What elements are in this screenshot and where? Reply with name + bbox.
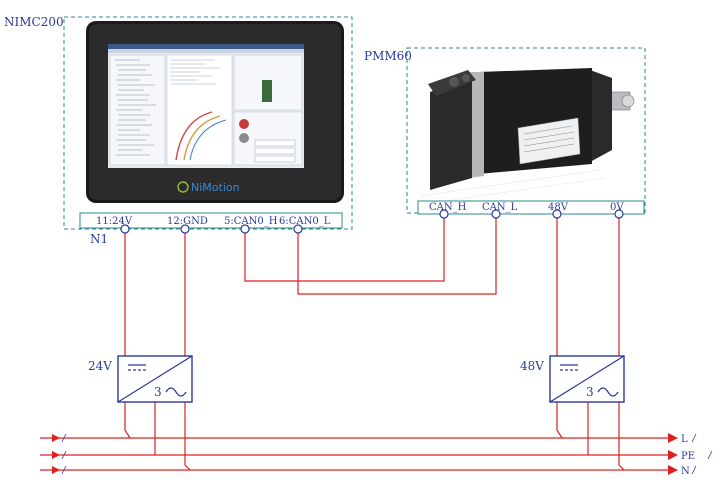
wire-24v-in-n	[184, 402, 191, 471]
controller-ref-label: N1	[90, 232, 108, 246]
controller-terminal-24v-label: 11:24V	[96, 216, 133, 227]
wire-can-h	[244, 214, 445, 282]
psu-24v-voltage-label: 24V	[88, 359, 112, 373]
psu-48v: 3	[549, 355, 625, 403]
wire-can-l	[297, 214, 497, 295]
motor-terminal-48v-label: 48V	[548, 202, 569, 213]
motor-model-label: PMM60	[364, 49, 412, 63]
terminal-points	[120, 209, 624, 234]
bus-l-label: L	[681, 434, 688, 445]
motor-terminal-canh-label: CAN_H	[429, 202, 467, 213]
terminal-motor-can-h	[439, 209, 449, 219]
controller-terminal-strip	[79, 212, 343, 229]
controller-terminal-gnd-label: 12:GND	[167, 216, 208, 227]
psu-24v: 3	[117, 355, 193, 403]
nimotion-logo-text: NiMotion	[191, 181, 240, 194]
controller-terminal-canl-label: 6:CAN0_L	[279, 216, 331, 227]
motor-terminal-canl-label: CAN_L	[482, 202, 518, 213]
wire-48v-in-l	[556, 402, 563, 439]
terminal-gnd	[180, 224, 190, 234]
wire-24v-in-l	[124, 402, 131, 439]
controller-frame	[63, 16, 353, 230]
wires	[40, 214, 670, 471]
terminal-motor-0v	[614, 209, 624, 219]
bus-pe-label: PE	[681, 451, 695, 462]
terminal-motor-48v	[552, 209, 562, 219]
bus-arrows	[52, 433, 678, 475]
controller-terminal-canh-label: 5:CAN0_H	[224, 216, 278, 227]
psu-48v-voltage-label: 48V	[520, 359, 544, 373]
motor-picture	[419, 68, 635, 205]
controller-model-label: NIMC200	[4, 15, 64, 29]
bus-slashes	[61, 433, 713, 475]
terminal-can0-l	[293, 224, 303, 234]
motor-terminal-strip	[417, 200, 645, 215]
terminal-can0-h	[240, 224, 250, 234]
psu-24v-phase-label: 3	[154, 385, 162, 399]
controller-hmi-picture: NiMotion	[86, 21, 344, 203]
terminal-motor-can-l	[491, 209, 501, 219]
wire-48v-in-n	[618, 402, 625, 471]
motor-terminal-0v-label: 0V	[610, 202, 624, 213]
bus-n-label: N	[681, 466, 690, 477]
terminal-24v	[120, 224, 130, 234]
psu-48v-phase-label: 3	[586, 385, 594, 399]
